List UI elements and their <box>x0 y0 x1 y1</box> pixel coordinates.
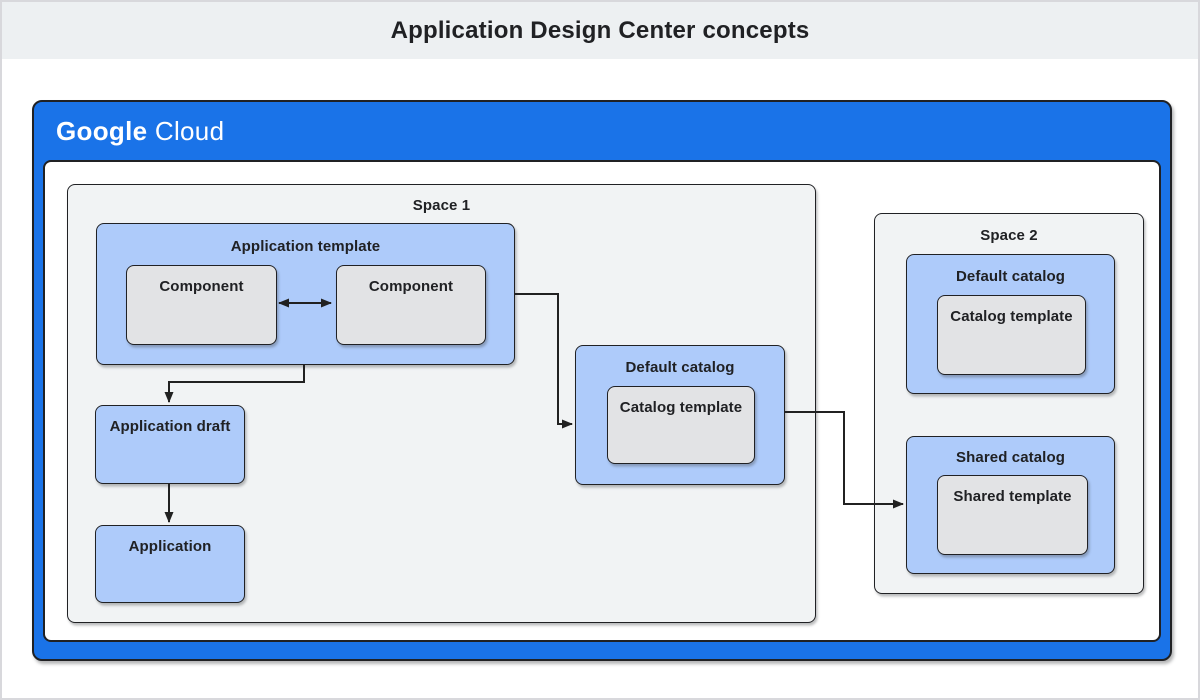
shared-catalog-box: Shared catalog Shared template <box>906 436 1115 574</box>
catalog-template-space1-label: Catalog template <box>619 399 743 416</box>
component-box-2: Component <box>336 265 486 345</box>
cloud-logo-text: Cloud <box>154 116 225 146</box>
shared-catalog-label: Shared catalog <box>956 449 1065 466</box>
default-catalog-space1-label: Default catalog <box>625 359 735 376</box>
space-2-label: Space 2 <box>980 227 1038 244</box>
title-band: Application Design Center concepts <box>2 2 1198 59</box>
application-draft-label: Application draft <box>109 418 231 435</box>
component-box-1: Component <box>126 265 277 345</box>
application-template-label: Application template <box>230 238 381 255</box>
catalog-template-space2-label: Catalog template <box>950 308 1073 325</box>
catalog-template-space2-box: Catalog template <box>937 295 1086 375</box>
component-2-label: Component <box>368 278 454 295</box>
application-template-box: Application template Component Component <box>96 223 515 365</box>
google-cloud-logo: Google Cloud <box>56 116 224 147</box>
application-box: Application <box>95 525 245 603</box>
diagram-canvas: Space 1 Application template Component C… <box>43 160 1161 642</box>
space-1-box: Space 1 Application template Component C… <box>67 184 816 623</box>
catalog-template-space1-box: Catalog template <box>607 386 755 464</box>
default-catalog-space2-box: Default catalog Catalog template <box>906 254 1115 394</box>
default-catalog-space1-box: Default catalog Catalog template <box>575 345 785 485</box>
shared-template-label: Shared template <box>953 488 1072 505</box>
application-draft-box: Application draft <box>95 405 245 484</box>
page-title: Application Design Center concepts <box>390 16 810 44</box>
space-1-label: Space 1 <box>412 197 471 214</box>
space-2-box: Space 2 Default catalog Catalog template… <box>874 213 1144 594</box>
application-label: Application <box>128 538 212 555</box>
component-1-label: Component <box>159 278 244 295</box>
default-catalog-space2-label: Default catalog <box>955 268 1066 285</box>
google-logo-text: Google <box>56 116 148 146</box>
shared-template-box: Shared template <box>937 475 1088 555</box>
